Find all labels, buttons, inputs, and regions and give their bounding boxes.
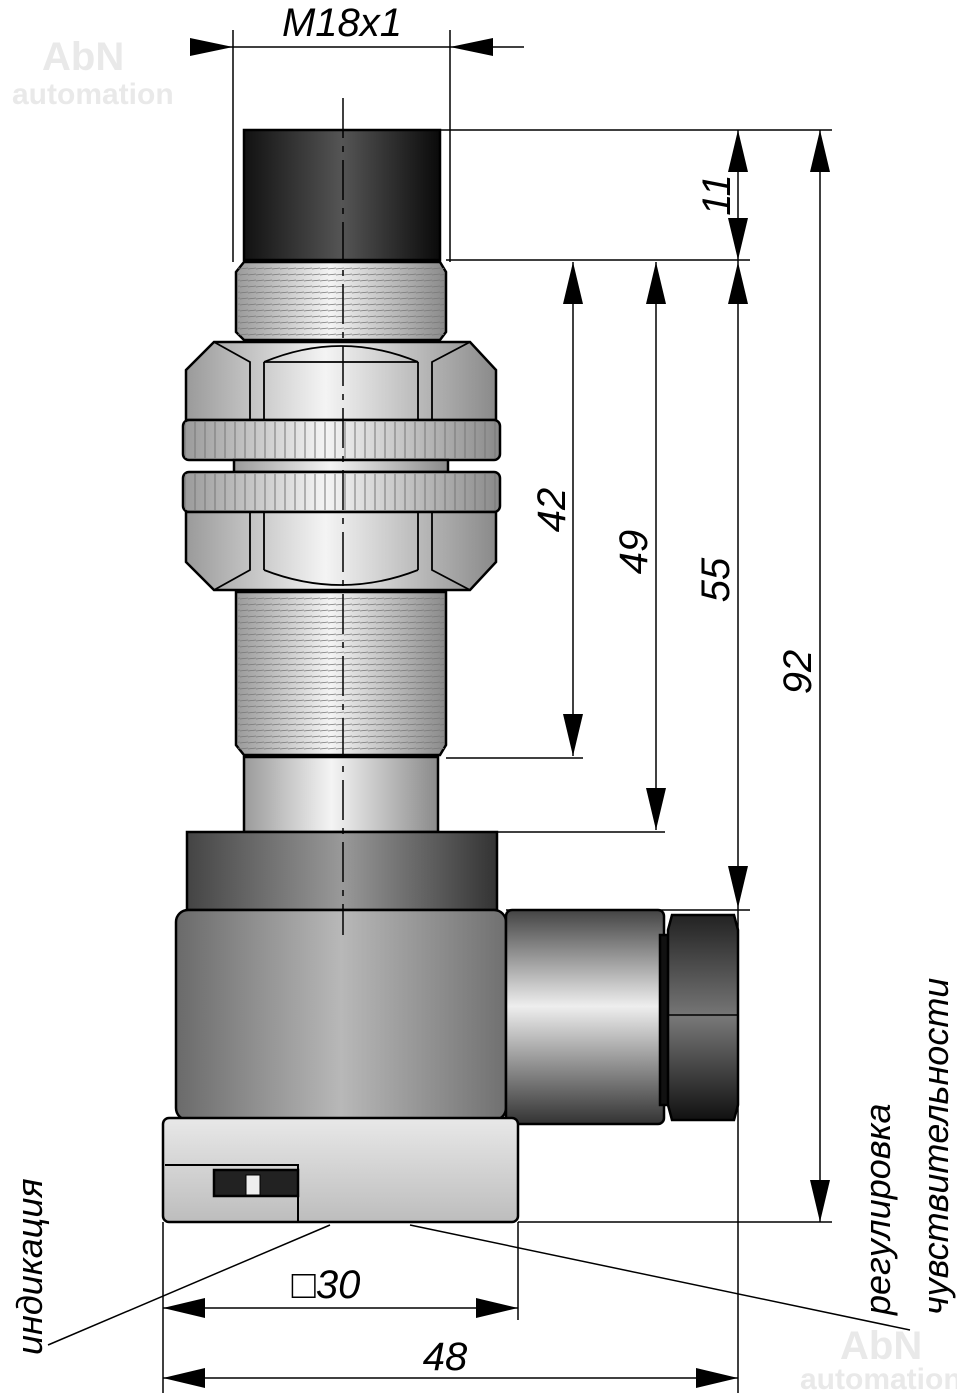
dim-42: 42 xyxy=(530,488,574,533)
svg-text:automation: automation xyxy=(12,78,174,111)
arrowheads xyxy=(163,38,830,1388)
svg-text:automation: automation xyxy=(800,1363,957,1393)
dim-square-30: □30 xyxy=(292,1263,361,1307)
cable-connector xyxy=(504,908,666,1126)
sensor-cap xyxy=(242,128,442,262)
dim-55: 55 xyxy=(694,557,738,602)
label-indication: индикация xyxy=(9,1178,50,1355)
housing xyxy=(174,908,508,1122)
dim-thread: M18x1 xyxy=(282,1,402,45)
label-sensitivity-line2: чувствительности xyxy=(915,978,956,1315)
label-sensitivity-line1: регулировка xyxy=(857,1103,898,1316)
dim-49: 49 xyxy=(612,530,656,575)
dim-48: 48 xyxy=(423,1335,468,1379)
svg-text:AbN: AbN xyxy=(840,1324,922,1368)
svg-text:AbN: AbN xyxy=(42,35,124,79)
watermark-bottom: AbN automation xyxy=(800,1324,957,1393)
dim-11: 11 xyxy=(695,174,739,216)
cable-gland-nut xyxy=(666,913,740,1122)
dim-92: 92 xyxy=(776,650,820,695)
sensor-body xyxy=(161,128,740,1224)
dimension-lines xyxy=(47,30,911,1393)
watermark-top: AbN automation xyxy=(12,35,174,111)
